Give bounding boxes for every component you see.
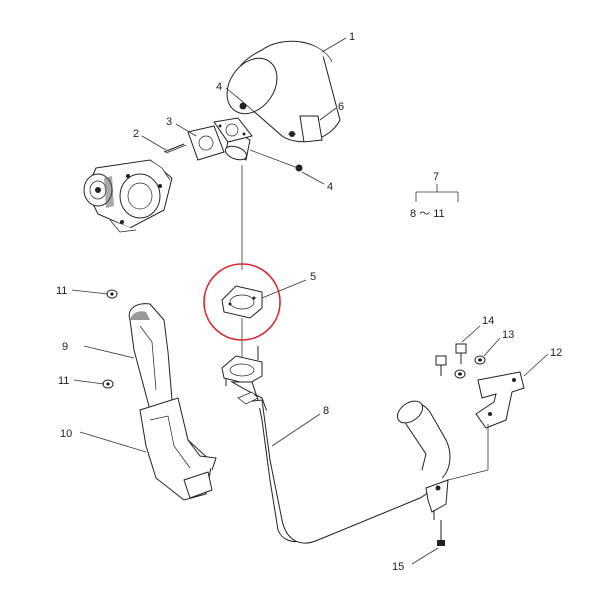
callout-10: 10 bbox=[60, 428, 72, 440]
leader-outlet bbox=[249, 149, 299, 169]
callout-7-range: 8 ～ 11 bbox=[410, 208, 445, 220]
leader-11a bbox=[71, 289, 109, 295]
callout-15: 15 bbox=[392, 561, 404, 573]
clamp-upper[interactable] bbox=[106, 289, 118, 299]
leader-11b bbox=[73, 379, 105, 385]
bolt-bottom[interactable] bbox=[437, 520, 445, 546]
washer-upper[interactable] bbox=[474, 355, 486, 365]
washer-lower[interactable] bbox=[454, 369, 466, 379]
gasket-highlighted[interactable] bbox=[221, 285, 263, 319]
leader-4a bbox=[225, 87, 244, 103]
leader-8 bbox=[271, 413, 321, 447]
callout-11-upper: 11 bbox=[56, 285, 67, 297]
callout-11-lower: 11 bbox=[58, 375, 69, 387]
leader-12 bbox=[523, 353, 549, 377]
muffler[interactable] bbox=[217, 40, 341, 162]
callout-7: 7 bbox=[433, 171, 439, 183]
callout-4-upper: 4 bbox=[216, 81, 222, 93]
bolt-lower[interactable] bbox=[435, 355, 447, 376]
callout-6: 6 bbox=[338, 101, 344, 113]
highlight-circle bbox=[203, 263, 281, 341]
heat-cover-lower[interactable] bbox=[139, 397, 217, 501]
callout-8: 8 bbox=[323, 405, 329, 417]
callout-3: 3 bbox=[166, 116, 172, 128]
pipe-hanger-bracket bbox=[425, 479, 449, 520]
callout-9: 9 bbox=[62, 341, 68, 353]
nut-upper[interactable] bbox=[239, 102, 247, 110]
callout-12: 12 bbox=[550, 347, 562, 359]
exhaust-pipe[interactable] bbox=[221, 346, 451, 544]
leader-5 bbox=[261, 279, 307, 299]
callout-2: 2 bbox=[133, 128, 139, 140]
callout-13: 13 bbox=[502, 329, 514, 341]
leader-13 bbox=[483, 337, 501, 357]
group-bracket bbox=[415, 184, 459, 202]
stud-bolt[interactable] bbox=[163, 143, 187, 154]
leader-4b bbox=[301, 171, 325, 185]
leader-1 bbox=[321, 37, 347, 53]
callout-5: 5 bbox=[310, 271, 316, 283]
leader-9 bbox=[83, 345, 135, 359]
leader-10 bbox=[79, 431, 147, 453]
heat-cover-upper[interactable] bbox=[128, 303, 173, 411]
leader-6 bbox=[319, 107, 337, 121]
leader-2 bbox=[141, 135, 167, 151]
callout-4-lower: 4 bbox=[327, 181, 333, 193]
nut-lower[interactable] bbox=[295, 164, 303, 172]
support-bracket[interactable] bbox=[447, 371, 525, 481]
turbocharger bbox=[83, 159, 173, 233]
bolt-upper[interactable] bbox=[455, 343, 467, 364]
gasket-upper[interactable] bbox=[187, 125, 225, 161]
muffler-inlet-flange bbox=[213, 117, 253, 143]
leader-14 bbox=[461, 325, 481, 343]
leader-3 bbox=[175, 123, 197, 137]
callout-1: 1 bbox=[349, 31, 355, 43]
muffler-bracket[interactable] bbox=[288, 115, 323, 143]
callout-14: 14 bbox=[482, 315, 494, 327]
leader-15 bbox=[411, 547, 439, 565]
clamp-lower[interactable] bbox=[102, 379, 114, 389]
